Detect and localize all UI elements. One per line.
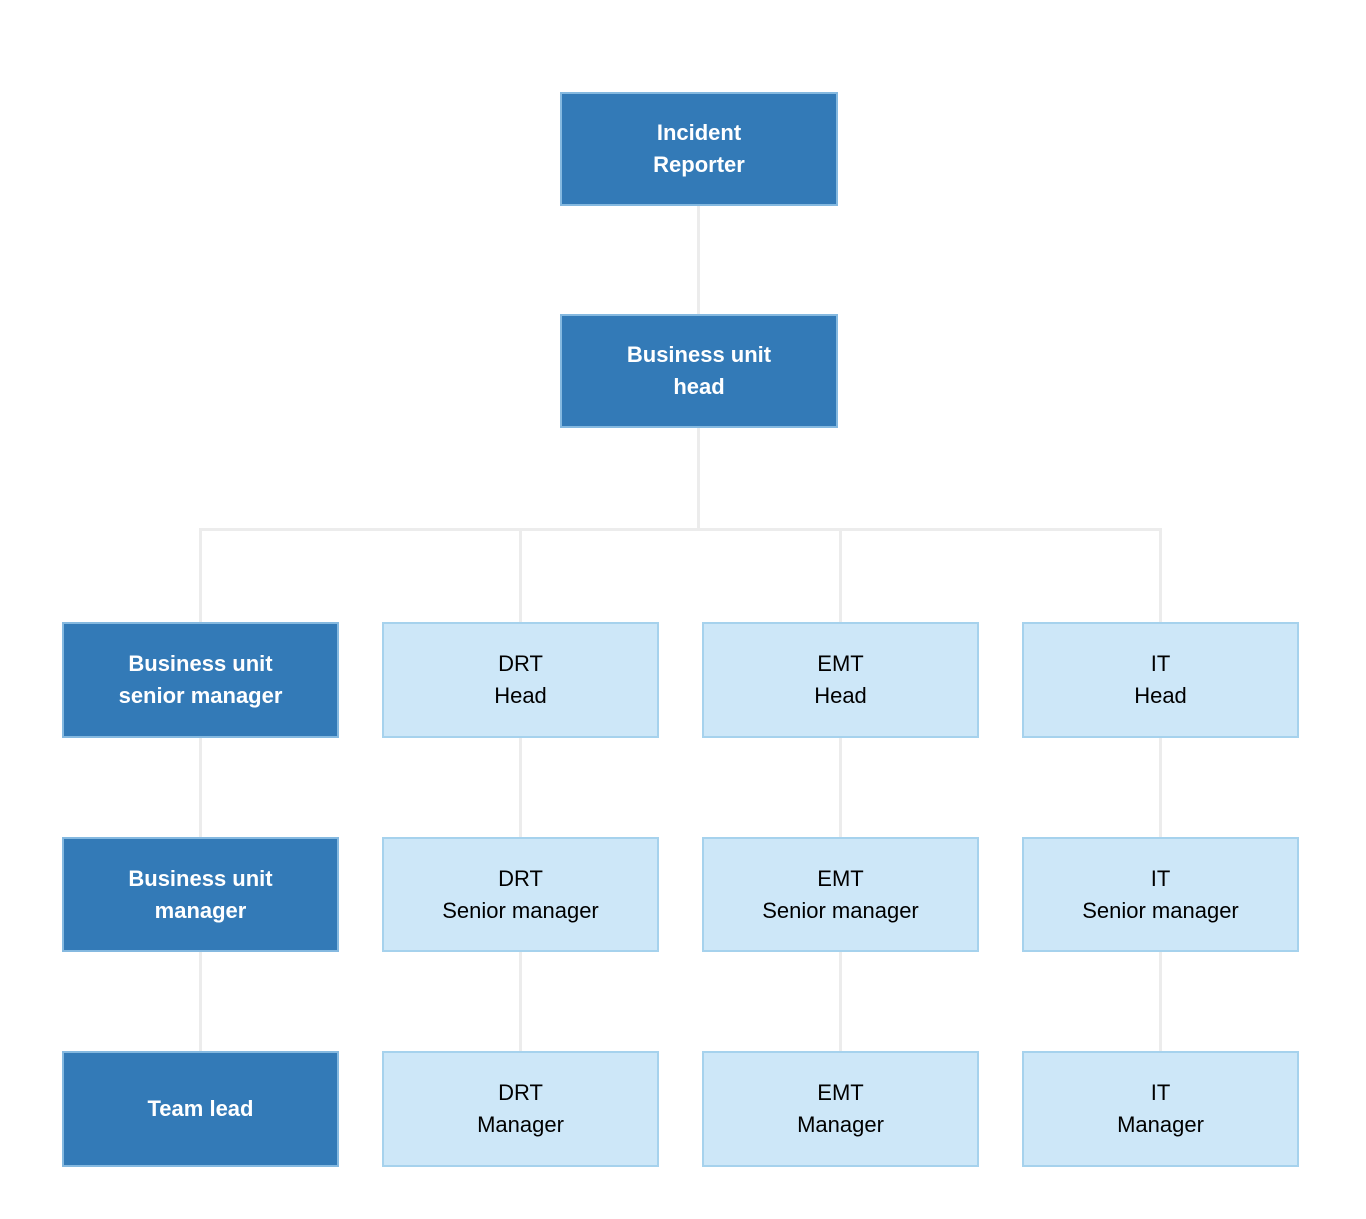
node-team-lead: Team lead (62, 1051, 339, 1167)
connector-col3-r1-r2 (839, 738, 842, 837)
connector-col4-r2-r3 (1159, 952, 1162, 1051)
connector-col1-r2-r3 (199, 952, 202, 1051)
connector-incident-to-buhead (697, 206, 700, 314)
node-business-unit-senior-manager: Business unit senior manager (62, 622, 339, 738)
node-drt-senior-manager: DRT Senior manager (382, 837, 659, 952)
connector-buhead-down (697, 428, 700, 528)
node-incident-reporter: Incident Reporter (560, 92, 838, 206)
connector-col3-r2-r3 (839, 952, 842, 1051)
connector-bus-to-col1 (199, 528, 202, 622)
node-emt-senior-manager: EMT Senior manager (702, 837, 979, 952)
connector-col1-r1-r2 (199, 738, 202, 837)
node-it-senior-manager: IT Senior manager (1022, 837, 1299, 952)
node-business-unit-manager: Business unit manager (62, 837, 339, 952)
node-drt-manager: DRT Manager (382, 1051, 659, 1167)
node-emt-head: EMT Head (702, 622, 979, 738)
node-it-head: IT Head (1022, 622, 1299, 738)
connector-bus-to-col2 (519, 528, 522, 622)
node-emt-manager: EMT Manager (702, 1051, 979, 1167)
connector-col2-r2-r3 (519, 952, 522, 1051)
connector-col2-r1-r2 (519, 738, 522, 837)
node-business-unit-head: Business unit head (560, 314, 838, 428)
connector-bus-to-col3 (839, 528, 842, 622)
node-it-manager: IT Manager (1022, 1051, 1299, 1167)
connector-bus-to-col4 (1159, 528, 1162, 622)
connector-col4-r1-r2 (1159, 738, 1162, 837)
connector-bus-horizontal (199, 528, 1162, 531)
node-drt-head: DRT Head (382, 622, 659, 738)
